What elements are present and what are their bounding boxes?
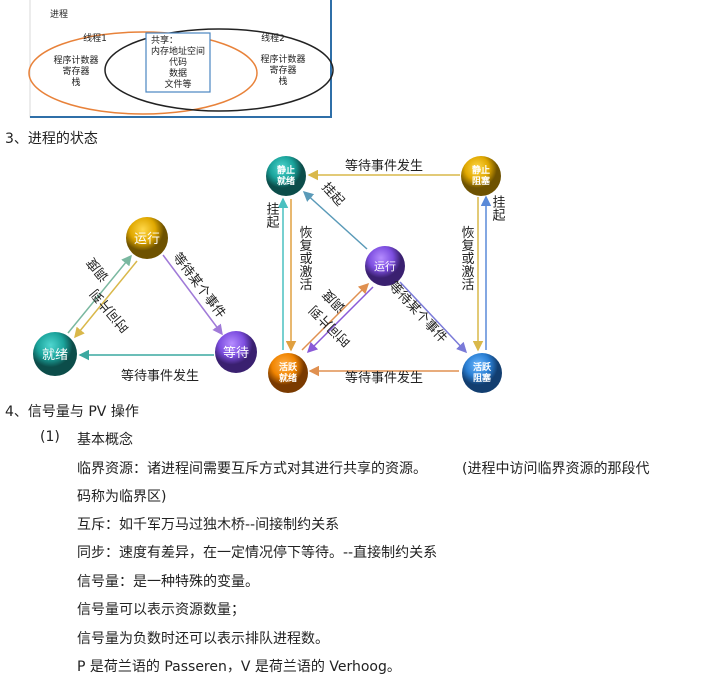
suspend-diag-label: 挂起	[318, 180, 347, 209]
ready-node	[33, 332, 77, 376]
active-ready-label: 就绪	[279, 372, 297, 384]
event-occurs-label: 等待事件发生	[121, 368, 199, 384]
wait-arrow-5	[399, 281, 468, 354]
timeslice-label-5: 时间片到	[307, 302, 354, 349]
process-label: 进程	[50, 9, 68, 20]
wait-event-label: 等待某个事件	[169, 250, 229, 322]
paragraph-sync: 同步：速度有差异，在一定情况停下等待。--直接制约关系	[77, 545, 438, 561]
shared-box	[145, 32, 211, 93]
active-ready-node	[268, 353, 308, 393]
schedule-arrow	[67, 254, 132, 334]
ready-label: 就绪	[42, 348, 68, 363]
resume-left-label: 恢复或激活	[297, 226, 313, 291]
thread1-line: 寄存器	[62, 65, 89, 77]
static-ready-node	[266, 156, 306, 196]
paragraph-semaphore: 信号量：是一种特殊的变量。	[77, 574, 259, 590]
thread1-title: 线程1	[83, 32, 107, 44]
paragraph-pv: P 是荷兰语的 Passeren，V 是荷兰语的 Verhoog。	[77, 659, 401, 675]
shared-line: 代码	[169, 57, 187, 68]
shared-line: 内存地址空间	[151, 45, 205, 57]
shared-title: 共享：	[151, 34, 178, 46]
subsection-number: (1)	[40, 429, 60, 445]
schedule-label: 调度	[83, 254, 112, 284]
resume-right-label: 恢复或激活	[459, 226, 475, 291]
running-label-5: 运行	[374, 260, 396, 273]
top-event-label: 等待事件发生	[345, 158, 423, 174]
subsection-title: 基本概念	[77, 432, 133, 448]
thread2-line: 栈	[278, 75, 287, 87]
thread2-title: 线程2	[261, 32, 285, 44]
suspend-right-label: 挂起	[490, 195, 506, 222]
section4-title: 4、信号量与 PV 操作	[5, 404, 139, 420]
paragraph-critical-section-cont: 码称为临界区)	[77, 489, 167, 505]
waiting-node	[215, 331, 257, 373]
thread1-line: 程序计数器	[53, 54, 98, 66]
bottom-event-label: 等待事件发生	[345, 370, 423, 386]
shared-line: 数据	[169, 67, 187, 79]
paragraph-critical-section: (进程中访问临界资源的那段代	[462, 461, 650, 477]
active-blocked-node	[462, 353, 502, 393]
wait-arrow	[162, 254, 223, 336]
paragraph-mutex: 互斥：如千军万马过独木桥--间接制约关系	[77, 517, 340, 533]
static-blocked-label: 静止	[472, 164, 490, 176]
schedule-arrow-5	[301, 282, 370, 351]
static-ready-label: 就绪	[277, 175, 295, 187]
suspend-diag-arrow	[302, 190, 368, 250]
static-blocked-label: 阻塞	[472, 175, 491, 187]
active-blocked-label: 活跃	[473, 361, 492, 373]
three-state-diagram: 运行 就绪 等待 调度 时间片到 等待某个事件 等待事件发生	[33, 217, 257, 384]
thread2-ellipse	[104, 28, 334, 112]
wait-event-label-5: 等待某个事件	[385, 278, 450, 346]
thread2-line: 程序计数器	[260, 53, 305, 65]
suspend-left-label: 挂起	[264, 202, 280, 229]
thread1-ellipse	[28, 31, 258, 115]
running-node-5	[365, 246, 405, 286]
active-blocked-label: 阻塞	[473, 372, 492, 384]
shared-line: 文件等	[164, 78, 191, 90]
static-ready-label: 静止	[277, 164, 295, 176]
running-node	[126, 217, 168, 259]
running-label: 运行	[134, 232, 160, 247]
thread1-line: 栈	[71, 76, 80, 88]
paragraph-critical-resource: 临界资源：诸进程间需要互斥方式对其进行共享的资源。	[77, 461, 427, 477]
section3-title: 3、进程的状态	[5, 131, 98, 147]
thread2-line: 寄存器	[269, 64, 296, 76]
static-blocked-node	[461, 156, 501, 196]
five-state-diagram: 静止 就绪 静止 阻塞 活跃 就绪 活跃 阻塞 运行 等待事件发生 等待事件发生…	[264, 156, 506, 393]
paragraph-semaphore-count: 信号量可以表示资源数量；	[77, 602, 245, 618]
waiting-label: 等待	[223, 345, 249, 361]
active-ready-label: 活跃	[279, 361, 298, 373]
paragraph-semaphore-negative: 信号量为负数时还可以表示排队进程数。	[77, 631, 329, 647]
thread-venn-diagram: 进程 线程1 程序计数器 寄存器 栈 线程2 程序计数器 寄存器 栈 共享： 内…	[28, 0, 334, 118]
timeslice-arrow-5	[306, 286, 374, 354]
timeslice-arrow	[74, 260, 138, 339]
